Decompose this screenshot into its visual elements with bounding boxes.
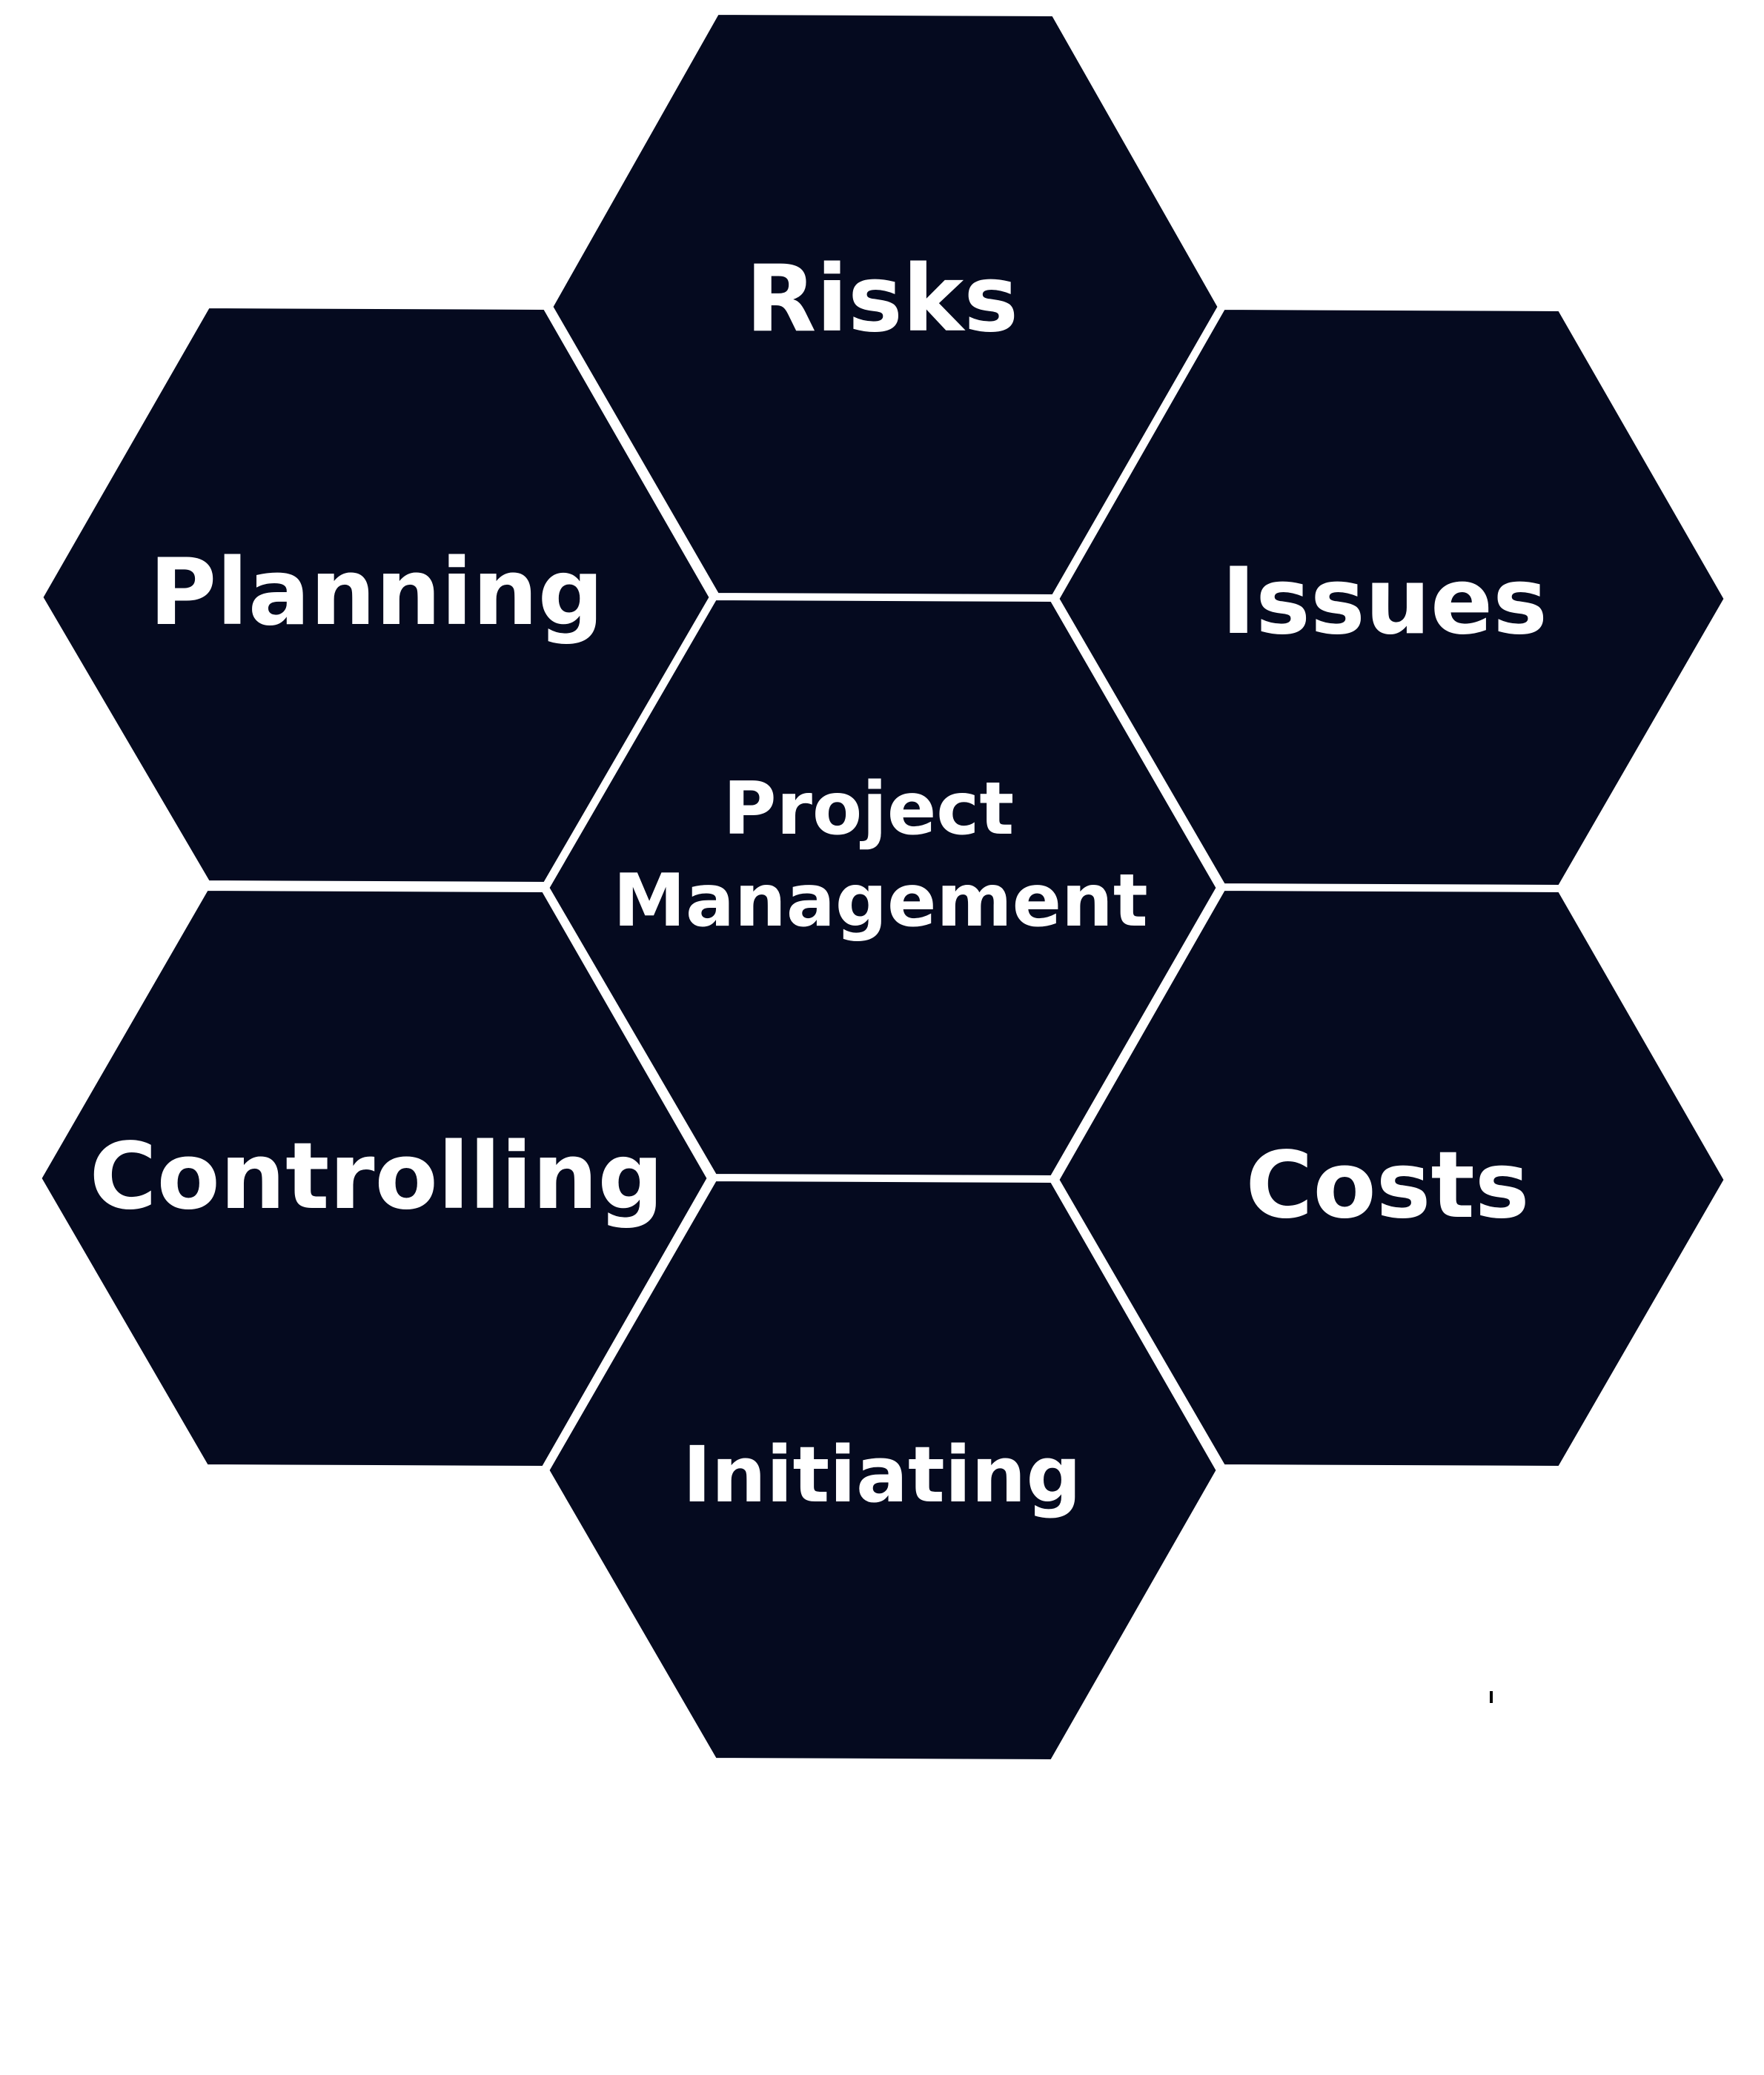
hex-risks-label: Risks [746, 246, 1018, 353]
hex-controlling: Controlling [35, 884, 714, 1473]
hex-controlling-label: Controlling [90, 1123, 664, 1230]
hex-project-management-label-line2: Management [613, 859, 1147, 943]
hex-issues-label: Issues [1221, 548, 1548, 655]
hex-project-management-label-line1: Project [723, 767, 1014, 851]
hex-costs-shape [1052, 884, 1731, 1473]
hex-initiating: Initiating [543, 1175, 1223, 1766]
hex-costs-label: Costs [1245, 1132, 1529, 1239]
hex-planning: Planning [36, 302, 716, 889]
hex-initiating-label: Initiating [683, 1430, 1081, 1520]
hex-costs: Costs [1052, 884, 1731, 1473]
hex-initiating-shape [543, 1175, 1223, 1766]
hex-project-management: Project Management [543, 594, 1223, 1182]
hex-planning-label: Planning [149, 540, 603, 646]
